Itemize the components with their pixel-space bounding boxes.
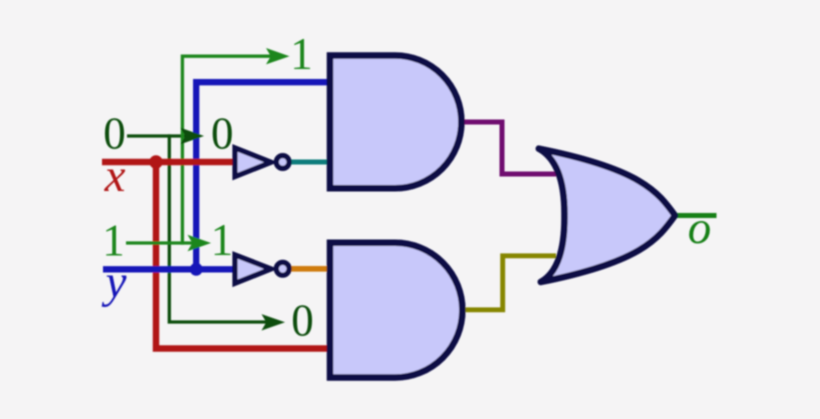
svg-text:0: 0 bbox=[211, 109, 234, 159]
svg-text:0: 0 bbox=[103, 109, 126, 159]
svg-text:y: y bbox=[102, 256, 127, 308]
svg-text:1: 1 bbox=[211, 215, 234, 265]
svg-text:o: o bbox=[688, 202, 712, 254]
svg-text:1: 1 bbox=[102, 216, 125, 266]
svg-text:x: x bbox=[104, 150, 126, 202]
svg-text:1: 1 bbox=[290, 29, 313, 79]
svg-text:0: 0 bbox=[291, 296, 314, 346]
